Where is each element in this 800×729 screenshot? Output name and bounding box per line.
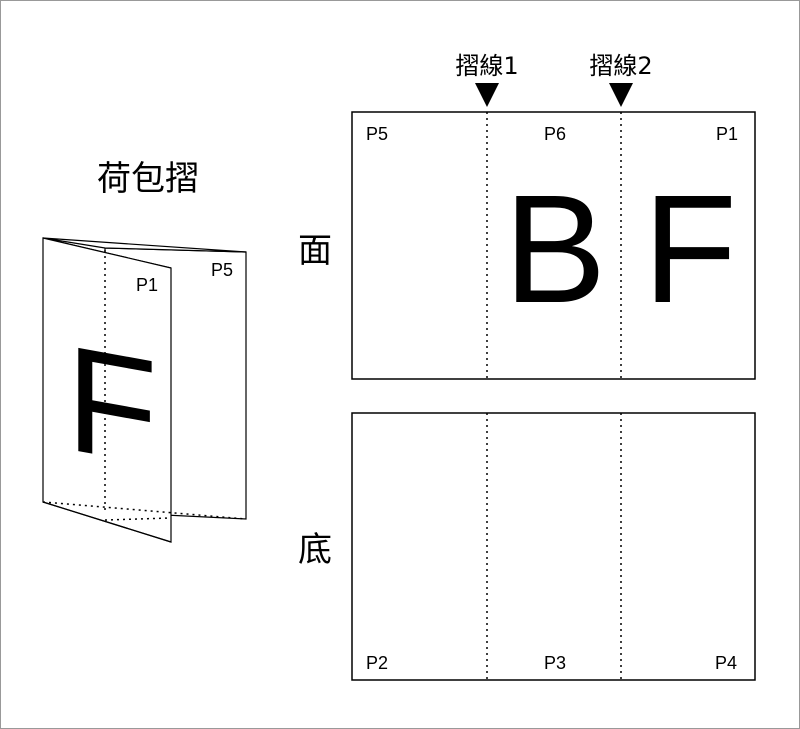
back-sheet: 底 P2 P3 P4 <box>298 412 756 681</box>
front-letter-b: B <box>504 163 607 335</box>
back-panel-2-label: P3 <box>544 653 566 673</box>
folded-back-panel-label: P5 <box>211 260 233 280</box>
back-panel-3-label: P4 <box>715 653 737 673</box>
fold-line-2-label: 摺線2 <box>589 52 652 80</box>
fold-title: 荷包摺 <box>97 159 199 199</box>
fold-line-2-arrow <box>609 83 633 107</box>
fold-markers: 摺線1 摺線2 <box>455 52 653 107</box>
folded-brochure: 荷包摺 P5 P1 F <box>42 159 247 543</box>
front-panel-2-label: P6 <box>544 124 566 144</box>
front-side-label: 面 <box>298 231 332 271</box>
back-sheet-rect <box>351 412 756 681</box>
bottom-dotted-edge-b <box>104 517 172 521</box>
front-sheet-rect <box>351 111 756 380</box>
fold-line-1-arrow <box>475 83 499 107</box>
bottom-dotted-edge-a <box>42 501 247 520</box>
back-side-label: 底 <box>298 530 332 570</box>
front-panel-1-label: P5 <box>366 124 388 144</box>
folded-letter-group: F <box>66 314 158 498</box>
folded-letter: F <box>66 314 158 498</box>
front-sheet: 面 P5 P6 P1 B F <box>298 111 756 380</box>
top-flap-edge <box>42 237 247 253</box>
front-bottom-edge <box>42 501 172 543</box>
front-letter-f: F <box>643 163 737 335</box>
folded-front-panel-label: P1 <box>136 275 158 295</box>
back-panel-1-label: P2 <box>366 653 388 673</box>
fold-line-1-label: 摺線1 <box>455 52 518 80</box>
front-panel-3-label: P1 <box>716 124 738 144</box>
